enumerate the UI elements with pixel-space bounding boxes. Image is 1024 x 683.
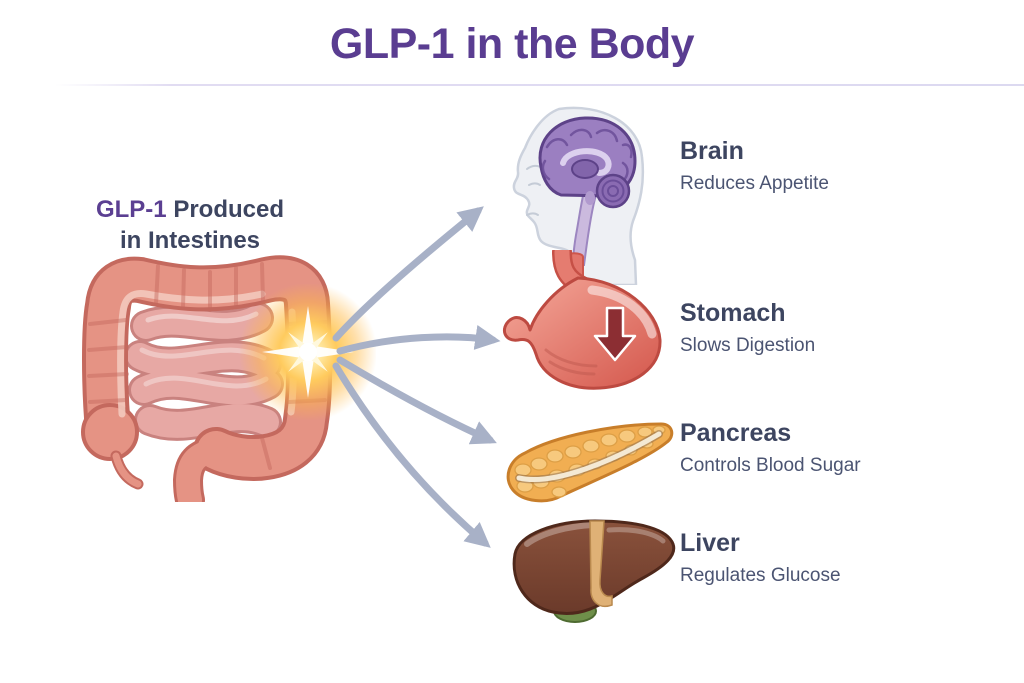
organ-effect: Reduces Appetite (680, 173, 829, 194)
intestines-label-line2: in Intestines (119, 227, 261, 254)
organ-effect: Controls Blood Sugar (680, 455, 861, 476)
organ-label-stomach: Stomach Slows Digestion (680, 298, 815, 359)
organ-name: Liver (680, 529, 740, 557)
liver-illustration (495, 508, 680, 628)
organ-effect: Regulates Glucose (680, 565, 841, 586)
title-divider (55, 84, 1024, 86)
organ-name: Brain (680, 137, 744, 165)
intestines-label-line1: Produced (166, 196, 285, 223)
arrow-to-stomach (336, 324, 501, 355)
intestines-icon (81, 255, 333, 502)
arrow-to-brain (332, 206, 484, 342)
pancreas-icon (506, 422, 674, 503)
down-arrow-icon (593, 306, 637, 362)
organ-label-liver: Liver Regulates Glucose (680, 528, 841, 589)
organ-name: Stomach (680, 299, 786, 327)
stomach-illustration (492, 250, 677, 402)
arrow-to-liver (332, 362, 491, 548)
page-title: GLP-1 in the Body (329, 20, 695, 68)
arrow-to-pancreas (336, 356, 497, 445)
liver-icon (512, 519, 676, 623)
intestines-illustration (70, 254, 334, 502)
organ-label-brain: Brain Reduces Appetite (680, 136, 829, 197)
intestines-label: GLP-1 Produced in Intestines (58, 194, 322, 256)
organ-label-pancreas: Pancreas Controls Blood Sugar (680, 418, 861, 479)
stomach-icon (502, 250, 662, 390)
organ-effect: Slows Digestion (680, 335, 816, 356)
pancreas-illustration (495, 408, 680, 508)
glp1-brand-text: GLP-1 (95, 196, 167, 223)
organ-name: Pancreas (680, 419, 792, 447)
